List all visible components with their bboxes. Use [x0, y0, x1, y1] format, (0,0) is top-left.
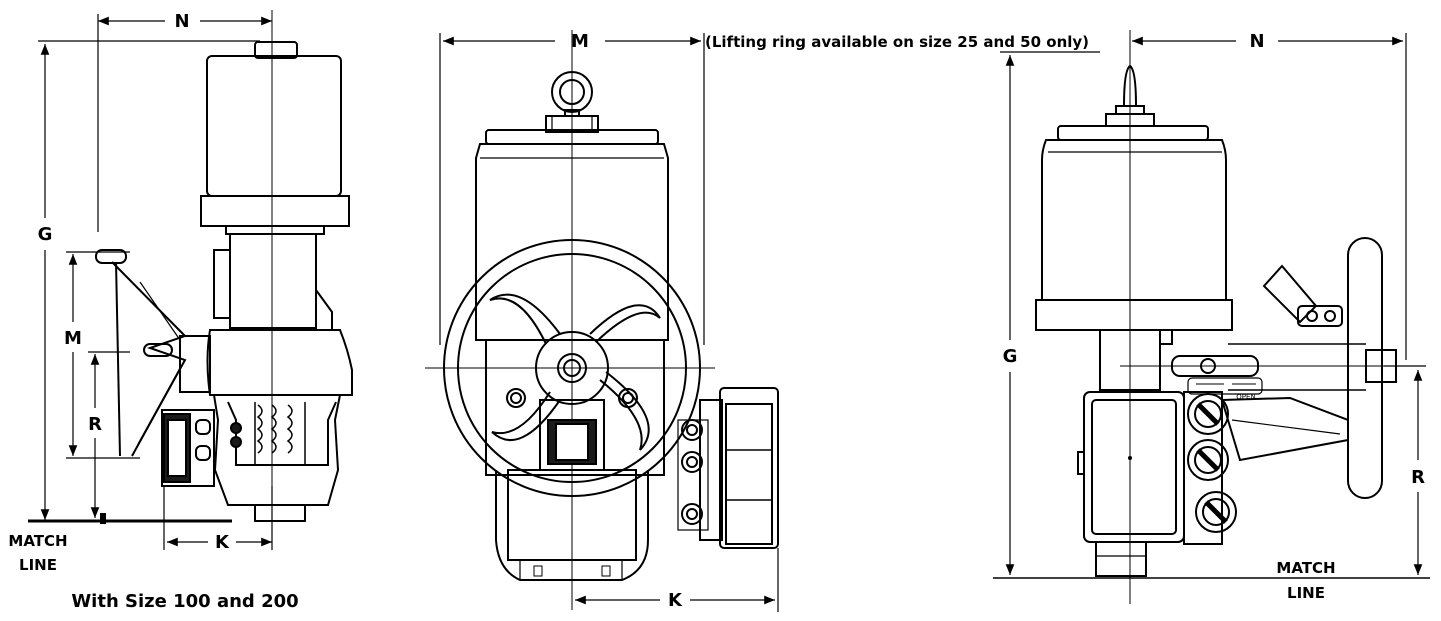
dim-label-r-left: R: [88, 414, 102, 435]
center-view: [425, 30, 779, 612]
dim-label-r-right: R: [1411, 467, 1425, 488]
dim-label-g-left: G: [38, 224, 53, 245]
dim-label-k-center: K: [668, 590, 683, 611]
dim-label-n-left: N: [174, 11, 189, 32]
dim-label-m-center: M: [571, 31, 589, 52]
dim-label-n-right: N: [1249, 31, 1264, 52]
match-line-label-right-1: MATCH: [1276, 559, 1335, 577]
match-line-label-left-2: LINE: [19, 556, 57, 574]
left-view-caption: With Size 100 and 200: [71, 591, 298, 612]
dim-label-g-right: G: [1003, 346, 1018, 367]
center-view-labels: M K (Lifting ring available on size 25 a…: [571, 31, 1089, 611]
right-view-labels: N G R MATCH LINE OPEN: [1003, 31, 1425, 602]
open-label: OPEN: [1236, 393, 1255, 401]
lifting-ring-note: (Lifting ring available on size 25 and 5…: [705, 33, 1089, 51]
right-view: [993, 30, 1430, 604]
dim-label-k-left: K: [215, 532, 230, 553]
dim-label-m-left: M: [64, 328, 82, 349]
left-view-labels: N G M R K MATCH LINE With Size 100 and 2…: [8, 11, 298, 612]
match-line-label-right-2: LINE: [1287, 584, 1325, 602]
left-view: [28, 10, 353, 550]
match-line-label-left-1: MATCH: [8, 532, 67, 550]
